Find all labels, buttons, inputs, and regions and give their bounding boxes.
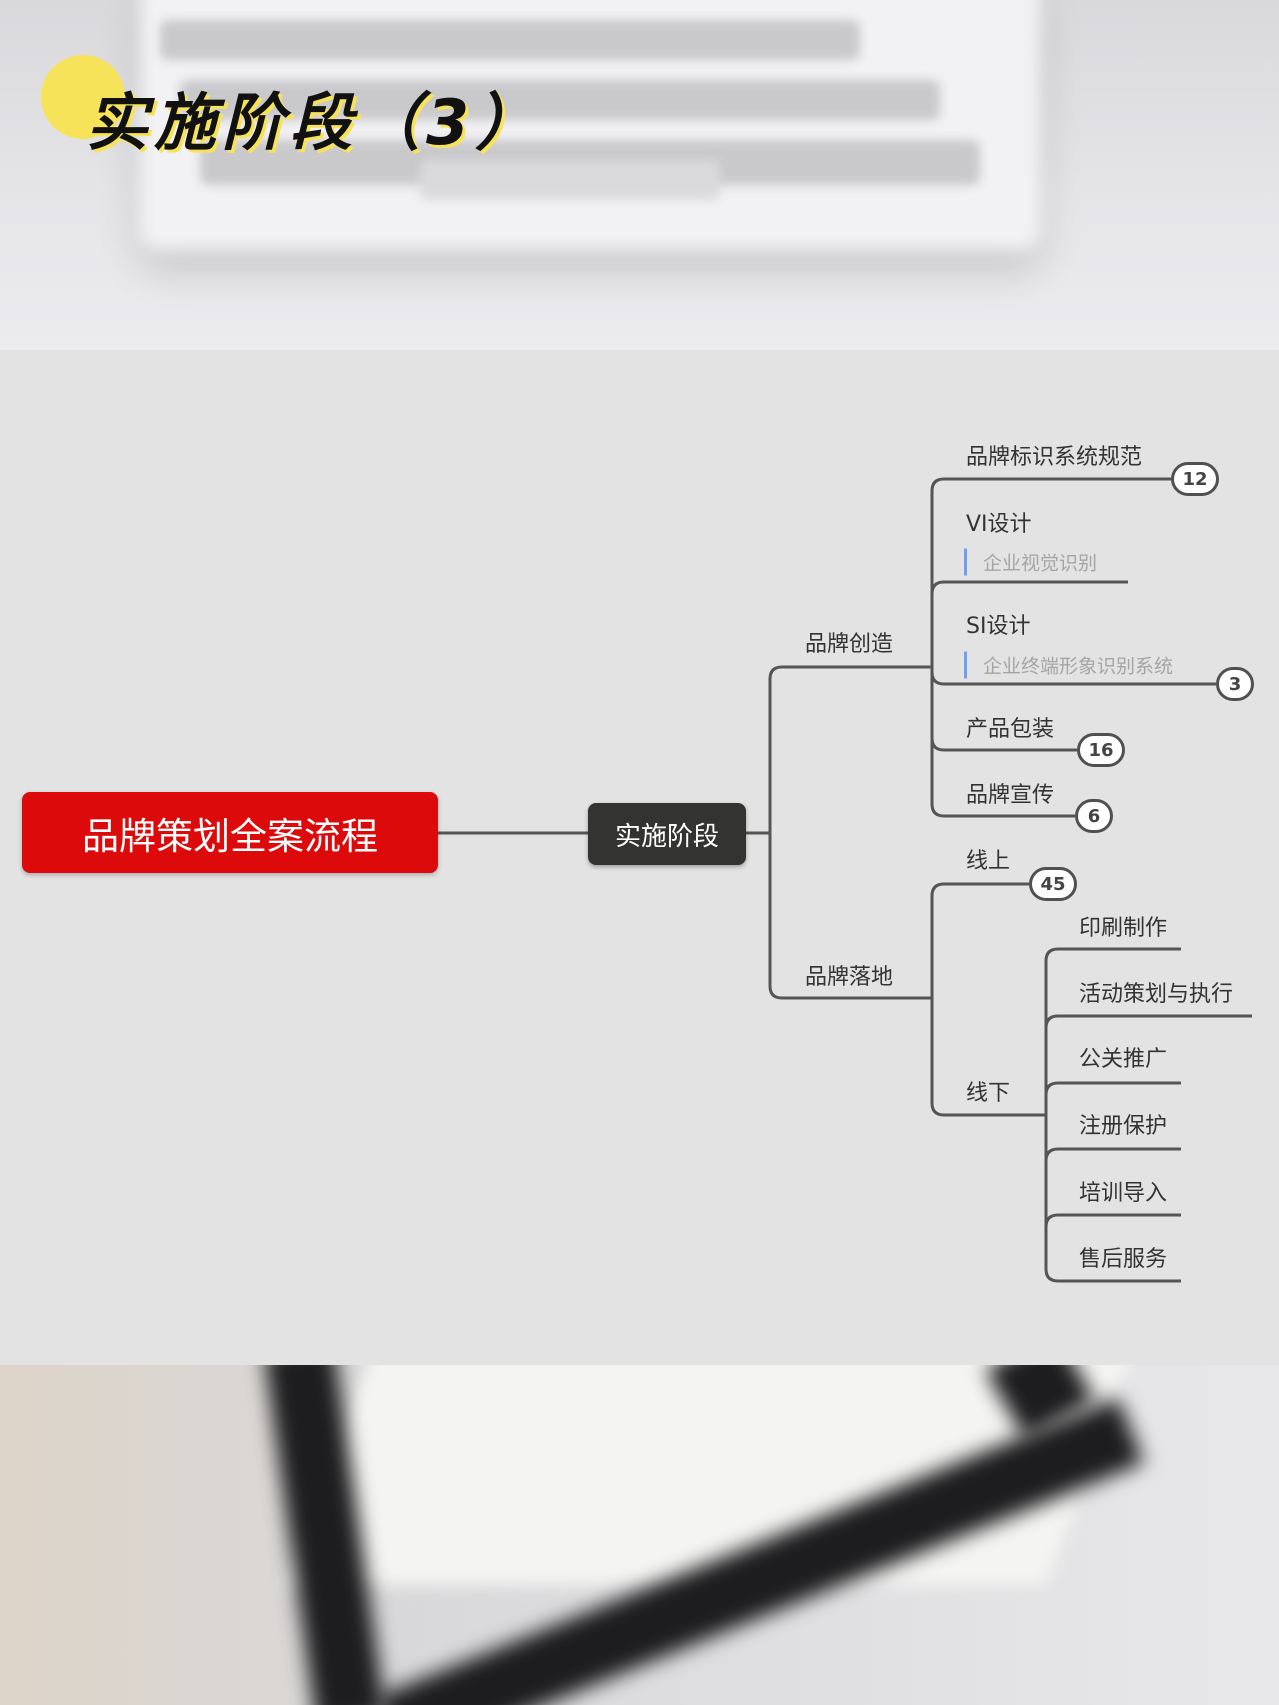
- blurred-notebook-background: [0, 1365, 1279, 1705]
- count-badge[interactable]: 12: [1171, 462, 1219, 496]
- connector-si: [930, 671, 1216, 686]
- connector-create-trunk: [930, 477, 945, 818]
- node-offline[interactable]: 线下: [966, 1081, 1011, 1106]
- count-badge[interactable]: 16: [1077, 733, 1125, 767]
- node-packaging[interactable]: 产品包装: [966, 717, 1055, 742]
- connector-vi: [930, 580, 1128, 595]
- connector-offline-trunk: [1044, 947, 1181, 1283]
- node-after-sales[interactable]: 售后服务: [1079, 1247, 1168, 1272]
- count-badge[interactable]: 3: [1216, 667, 1254, 701]
- root-node[interactable]: 品牌策划全案流程: [22, 792, 438, 873]
- page-title: 实施阶段（3）: [86, 86, 544, 159]
- note-si: 企业终端形象识别系统: [964, 651, 1173, 679]
- connector-land-trunk: [930, 882, 1046, 1117]
- node-event-planning[interactable]: 活动策划与执行: [1079, 982, 1234, 1007]
- node-registration[interactable]: 注册保护: [1079, 1114, 1168, 1139]
- node-pr[interactable]: 公关推广: [1079, 1047, 1168, 1072]
- node-vi-design[interactable]: VI设计: [966, 512, 1032, 537]
- note-vi: 企业视觉识别: [964, 548, 1097, 576]
- node-training[interactable]: 培训导入: [1079, 1181, 1168, 1206]
- node-promotion[interactable]: 品牌宣传: [966, 783, 1055, 808]
- blurred-keyboard-background: [0, 0, 1279, 350]
- node-online[interactable]: 线上: [966, 849, 1011, 874]
- connector-packaging: [930, 737, 1077, 752]
- node-identity-spec[interactable]: 品牌标识系统规范: [966, 445, 1143, 470]
- branch-brand-creation[interactable]: 品牌创造: [805, 632, 894, 657]
- branch-brand-landing[interactable]: 品牌落地: [805, 965, 894, 990]
- node-si-design[interactable]: SI设计: [966, 614, 1031, 639]
- connector-branch-trunk: [768, 665, 932, 1000]
- title-highlight-dot: [41, 55, 125, 139]
- stage-node[interactable]: 实施阶段: [588, 803, 746, 865]
- node-printing[interactable]: 印刷制作: [1079, 916, 1168, 941]
- count-badge[interactable]: 45: [1029, 867, 1077, 901]
- count-badge[interactable]: 6: [1075, 799, 1113, 833]
